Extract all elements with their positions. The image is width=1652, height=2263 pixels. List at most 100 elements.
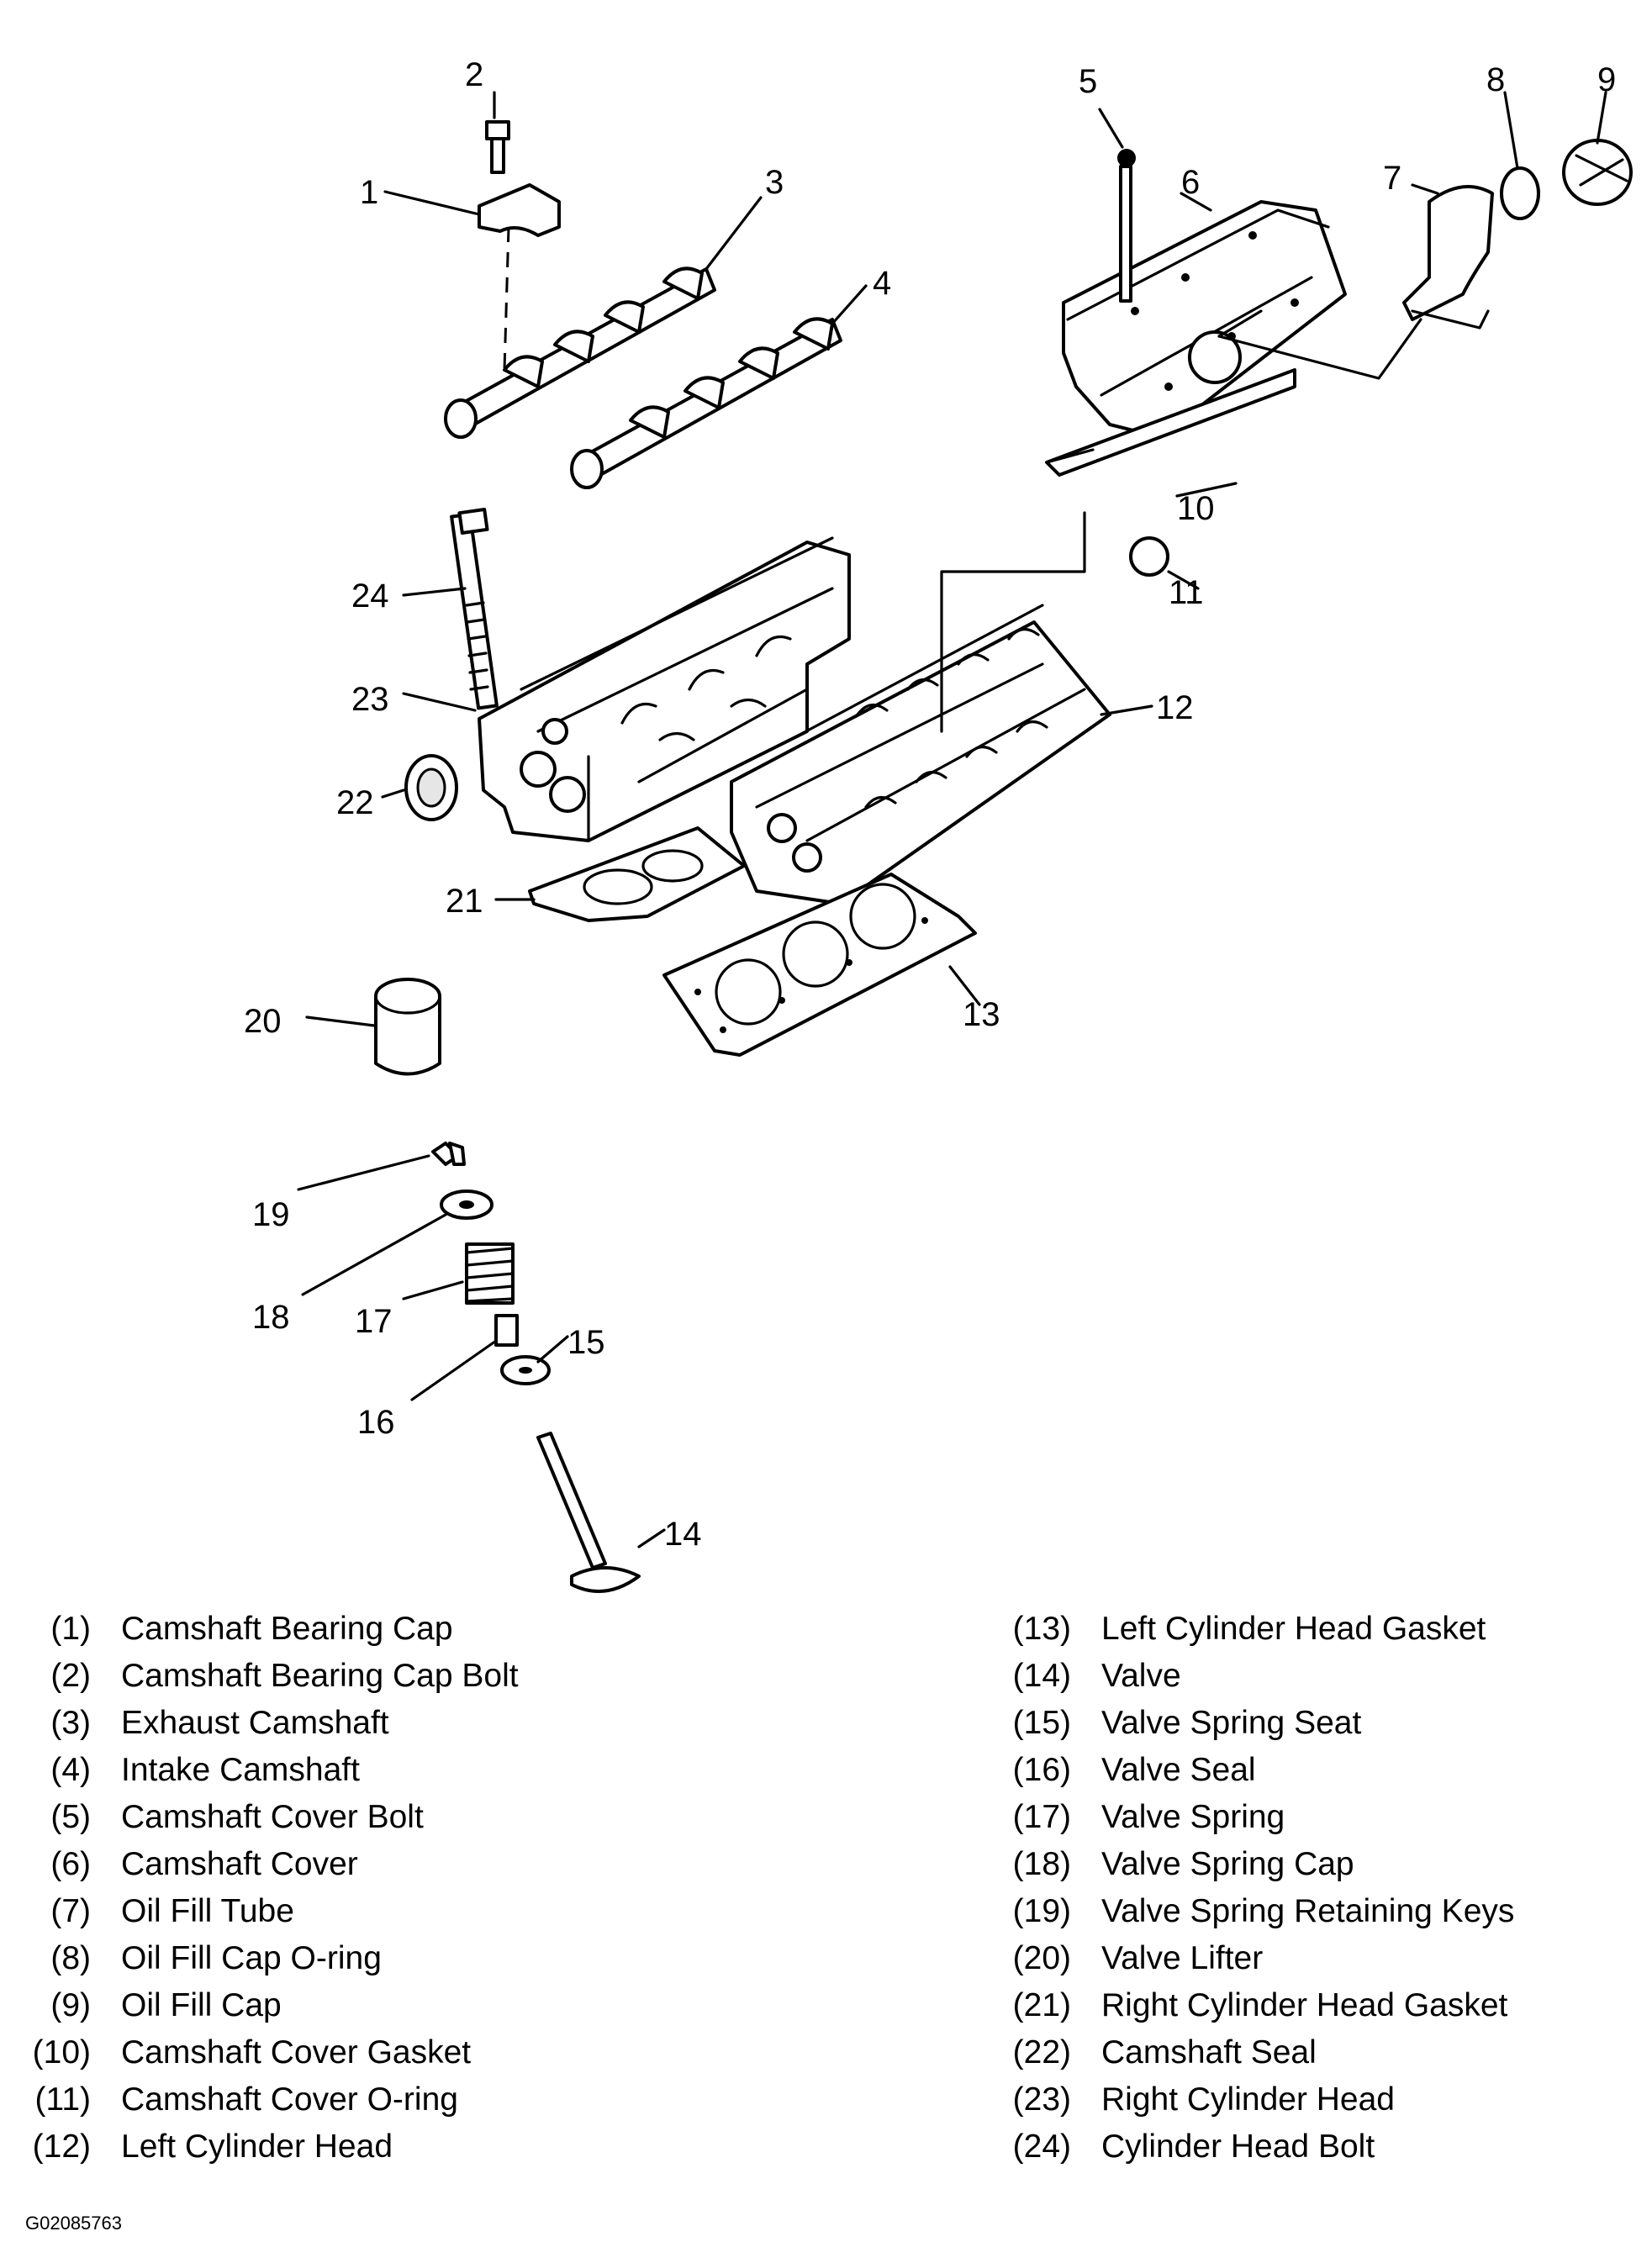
legend-name: Camshaft Cover Gasket (121, 2034, 472, 2070)
callout-23: 23 (351, 681, 389, 718)
callout-1: 1 (360, 174, 378, 211)
legend-name: Right Cylinder Head (1101, 2081, 1396, 2118)
legend-row: (17) Valve Spring (980, 1794, 1514, 1841)
legend-code: (22) (1012, 2034, 1071, 2070)
legend-code: (3) (50, 1705, 91, 1741)
legend-row: (8) Oil Fill Cap O-ring (0, 1935, 519, 1982)
legend-name: Camshaft Cover (121, 1846, 358, 1882)
oil-fill-tube (1217, 185, 1494, 380)
legend-row: (9)Oil Fill Cap (0, 1982, 519, 2029)
legend-row: (21)Right Cylinder Head Gasket (980, 1982, 1514, 2029)
legend-code: (23) (1012, 2081, 1071, 2118)
legend-name: Valve Seal (1101, 1752, 1256, 1788)
legend-code: (2) (50, 1658, 91, 1694)
legend-code: (18) (1012, 1846, 1071, 1882)
callout-20: 20 (244, 1003, 282, 1040)
legend-row: (12) Left Cylinder Head (0, 2123, 519, 2171)
valve (536, 1432, 641, 1593)
valve-spring-seat (500, 1355, 551, 1385)
legend-code: (15) (1012, 1705, 1071, 1741)
legend-row: (5) Camshaft Cover Bolt (0, 1794, 519, 1841)
legend-name: Valve Lifter (1101, 1940, 1264, 1976)
legend-code: (5) (50, 1799, 91, 1835)
valve-spring-cap (440, 1190, 493, 1220)
legend-code: (9) (50, 1987, 91, 2023)
bearing-cap-alignment-line (503, 226, 510, 371)
callout-22: 22 (336, 784, 374, 821)
legend-code: (12) (32, 2128, 91, 2165)
legend-row: (11)Camshaft Cover O-ring (0, 2076, 519, 2123)
camshaft-seal (404, 754, 458, 821)
leader-lines (297, 91, 1607, 1548)
legend-row: (24) Cylinder Head Bolt (980, 2123, 1514, 2171)
legend-row: (14) Valve (980, 1653, 1514, 1700)
legend-name: Valve Spring Cap (1101, 1846, 1354, 1882)
legend-name: Camshaft Bearing Cap (121, 1611, 453, 1647)
callout-12: 12 (1156, 689, 1194, 726)
legend-row: (13)Left Cylinder Head Gasket (980, 1606, 1514, 1653)
callout-8: 8 (1486, 61, 1505, 98)
legend-name: Left Cylinder Head (121, 2128, 393, 2165)
callout-21: 21 (446, 883, 483, 920)
legend-row: (18) Valve Spring Cap (980, 1841, 1514, 1888)
callout-11: 11 (1169, 574, 1204, 611)
camshaft-bearing-cap (478, 183, 561, 237)
legend-code: (1) (50, 1611, 91, 1647)
legend-row: (19) Valve Spring Retaining Keys (980, 1888, 1515, 1935)
figure-id: G02085763 (25, 2213, 122, 2234)
callout-13: 13 (963, 996, 1000, 1033)
legend-code: (8) (50, 1940, 91, 1976)
legend-row: (10)Camshaft Cover Gasket (0, 2029, 519, 2076)
legend-name: Camshaft Cover O-ring (121, 2081, 458, 2118)
legend-row: (7)Oil Fill Tube (0, 1888, 519, 1935)
legend-code: (24) (1012, 2128, 1071, 2165)
valve-lifter (374, 978, 441, 1076)
exploded-view-diagram: 1 2 3 4 5 6 7 8 9 10 11 12 13 14 15 16 1… (244, 56, 1633, 1593)
oil-fill-cap (1562, 139, 1633, 206)
camshaft-bearing-cap-bolt (485, 120, 510, 174)
legend-code: (6) (50, 1846, 91, 1882)
legend-name: Valve Spring (1101, 1799, 1285, 1835)
callout-3: 3 (765, 164, 784, 201)
valve-spring (465, 1242, 515, 1305)
valve-seal (494, 1314, 519, 1347)
legend-name: Valve Spring Retaining Keys (1101, 1893, 1515, 1929)
callout-5: 5 (1079, 63, 1097, 100)
callout-14: 14 (664, 1516, 702, 1553)
right-cylinder-head-gasket (528, 826, 746, 922)
legend-row: (22) Camshaft Seal (980, 2029, 1514, 2076)
callout-7: 7 (1383, 160, 1401, 197)
legend-code: (4) (50, 1752, 91, 1788)
intake-camshaft (570, 317, 842, 489)
camshaft-cover-gasket (1045, 368, 1296, 477)
callout-9: 9 (1597, 61, 1616, 98)
legend-name: Oil Fill Tube (121, 1893, 294, 1929)
parts-legend-left: (1) Camshaft Bearing Cap (2)Camshaft Bear… (0, 1606, 519, 2171)
legend-name: Exhaust Camshaft (121, 1705, 389, 1741)
right-cylinder-head (478, 536, 851, 842)
callout-6: 6 (1181, 164, 1200, 201)
legend-name: Camshaft Seal (1101, 2034, 1317, 2070)
legend-name: Intake Camshaft (121, 1752, 360, 1788)
legend-name: Valve (1101, 1658, 1181, 1694)
legend-code: (20) (1012, 1940, 1071, 1976)
callout-10: 10 (1177, 490, 1215, 527)
legend-code: (14) (1012, 1658, 1071, 1694)
legend-row: (2)Camshaft Bearing Cap Bolt (0, 1653, 518, 1700)
legend-code: (21) (1012, 1987, 1071, 2023)
legend-row: (15) Valve Spring Seat (980, 1700, 1514, 1747)
callout-2: 2 (465, 56, 483, 93)
legend-row: (6) Camshaft Cover (0, 1841, 519, 1888)
legend-code: (19) (1012, 1893, 1071, 1929)
legend-name: Camshaft Cover Bolt (121, 1799, 424, 1835)
legend-row: (1) Camshaft Bearing Cap (0, 1606, 519, 1653)
legend-row: (3) Exhaust Camshaft (0, 1700, 519, 1747)
legend-name: Valve Spring Seat (1101, 1705, 1362, 1741)
legend-name: Cylinder Head Bolt (1101, 2128, 1375, 2165)
legend-code: (17) (1012, 1799, 1071, 1835)
camshaft-cover-o-ring (1129, 536, 1169, 577)
legend-name: Oil Fill Cap O-ring (121, 1940, 382, 1976)
legend-row: (4) Intake Camshaft (0, 1747, 519, 1794)
callout-24: 24 (351, 578, 389, 615)
callout-4: 4 (873, 265, 891, 302)
